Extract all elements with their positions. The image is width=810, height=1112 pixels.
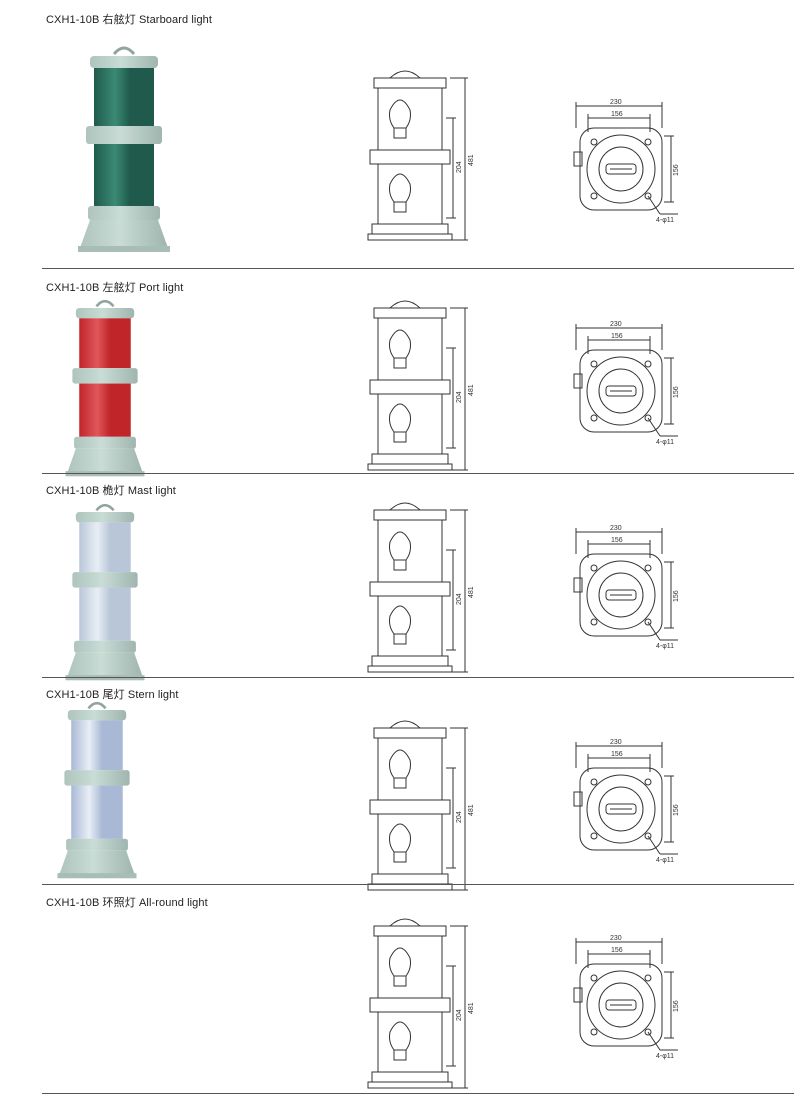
side-spacing-dim: 156 [673, 1000, 680, 1012]
product-title: CXH1-10B 桅灯 Mast light [46, 485, 176, 497]
bolt-spacing-dim: 156 [611, 751, 623, 758]
side-view-drawing: 204 481 [360, 490, 490, 695]
overall-height-dim: 481 [468, 1002, 475, 1014]
section-divider [42, 1093, 794, 1094]
product-photo [74, 42, 174, 259]
overall-height-dim: 481 [468, 804, 475, 816]
side-spacing-dim: 156 [673, 164, 680, 176]
lens-height-dim: 204 [456, 593, 463, 605]
hole-dim: 4-φ11 [656, 439, 674, 446]
top-view-drawing: 230 156 156 4-φ11 [560, 318, 680, 453]
lens-height-dim: 204 [456, 1009, 463, 1021]
side-spacing-dim: 156 [673, 386, 680, 398]
side-view-drawing: 204 481 [360, 58, 490, 263]
product-title: CXH1-10B 右舷灯 Starboard light [46, 14, 213, 26]
section-divider [42, 884, 794, 885]
width-dim: 230 [610, 99, 622, 106]
top-view-drawing: 230 156 156 4-φ11 [560, 932, 680, 1067]
hole-dim: 4-φ11 [656, 1053, 674, 1060]
side-spacing-dim: 156 [673, 804, 680, 816]
lens-height-dim: 204 [456, 161, 463, 173]
bolt-spacing-dim: 156 [611, 333, 623, 340]
product-photo [62, 500, 148, 687]
bolt-spacing-dim: 156 [611, 947, 623, 954]
product-photo [62, 296, 148, 483]
product-photo [54, 698, 140, 885]
width-dim: 230 [610, 739, 622, 746]
lens-height-dim: 204 [456, 391, 463, 403]
product-title: CXH1-10B 环照灯 All-round light [46, 897, 208, 909]
hole-dim: 4-φ11 [656, 643, 674, 650]
top-view-drawing: 230 156 156 4-φ11 [560, 522, 680, 657]
lens-height-dim: 204 [456, 811, 463, 823]
side-view-drawing: 204 481 [360, 708, 490, 913]
overall-height-dim: 481 [468, 384, 475, 396]
section-divider [42, 677, 794, 678]
hole-dim: 4-φ11 [656, 857, 674, 864]
side-spacing-dim: 156 [673, 590, 680, 602]
product-title: CXH1-10B 左舷灯 Port light [46, 282, 184, 294]
section-divider [42, 473, 794, 474]
bolt-spacing-dim: 156 [611, 537, 623, 544]
hole-dim: 4-φ11 [656, 217, 674, 224]
product-title: CXH1-10B 尾灯 Stern light [46, 689, 179, 701]
top-view-drawing: 230 156 156 4-φ11 [560, 736, 680, 871]
overall-height-dim: 481 [468, 154, 475, 166]
top-view-drawing: 230 156 156 4-φ11 [560, 96, 680, 231]
side-view-drawing: 204 481 [360, 288, 490, 493]
width-dim: 230 [610, 525, 622, 532]
side-view-drawing: 204 481 [360, 906, 490, 1111]
overall-height-dim: 481 [468, 586, 475, 598]
bolt-spacing-dim: 156 [611, 111, 623, 118]
width-dim: 230 [610, 321, 622, 328]
width-dim: 230 [610, 935, 622, 942]
section-divider [42, 268, 794, 269]
